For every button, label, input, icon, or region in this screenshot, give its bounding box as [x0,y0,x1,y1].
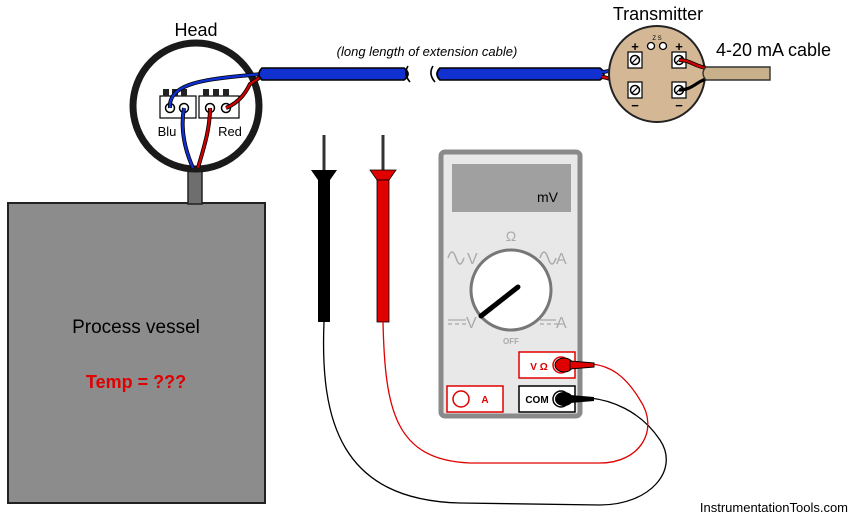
xmtr-minus-left: − [631,98,639,113]
dial-off-label: OFF [503,337,519,346]
jack-com-label: COM [525,395,548,406]
terminal-blu-label: Blu [158,124,177,139]
dial-ohm-label: Ω [506,228,516,244]
extension-cable-left [258,67,409,81]
output-cable-label: 4-20 mA cable [716,40,831,60]
selector-pointer [478,284,521,319]
vessel-label: Process vessel [72,317,200,338]
transmitter-terminals [627,41,687,99]
black-plug [555,392,594,406]
thermocouple-stem [187,167,203,205]
red-test-probe [369,135,397,323]
red-plug [554,357,595,373]
dial-ac-v-label: V [467,251,478,268]
red-lead-wire [382,321,649,464]
display-units: mV [537,189,559,205]
black-test-probe [311,135,337,322]
black-lead-wire [322,321,667,506]
output-black-wire [678,77,707,92]
multimeter-display [452,164,571,212]
process-vessel [7,202,266,504]
jack-a-label: A [481,395,488,406]
transmitter-label: Transmitter [613,4,703,24]
terminal-red-label: Red [218,124,242,139]
ac-wave-icon-left [447,251,465,265]
jack-v-ohm-label: V Ω [530,362,547,373]
head-label: Head [174,20,217,40]
extension-cable-right [436,67,605,81]
temp-label: Temp = ??? [86,372,186,392]
watermark: InstrumentationTools.com [700,500,848,515]
xmtr-minus-right: − [675,98,683,113]
ac-wave-icon-right [539,251,557,265]
xmtr-plus-left: + [631,39,639,54]
output-cable [702,66,771,81]
jack-a[interactable] [446,385,504,413]
dc-symbol-icon-left [448,319,466,325]
cable-note: (long length of extension cable) [337,44,518,59]
dial-dc-v-label: V [466,315,477,332]
xmtr-zs-label: Z S [652,36,661,42]
xmtr-plus-right: + [675,39,683,54]
dial-ac-a-label: A [556,251,567,268]
dial-dc-a-label: A [556,315,567,332]
dc-symbol-icon-right [540,319,558,325]
